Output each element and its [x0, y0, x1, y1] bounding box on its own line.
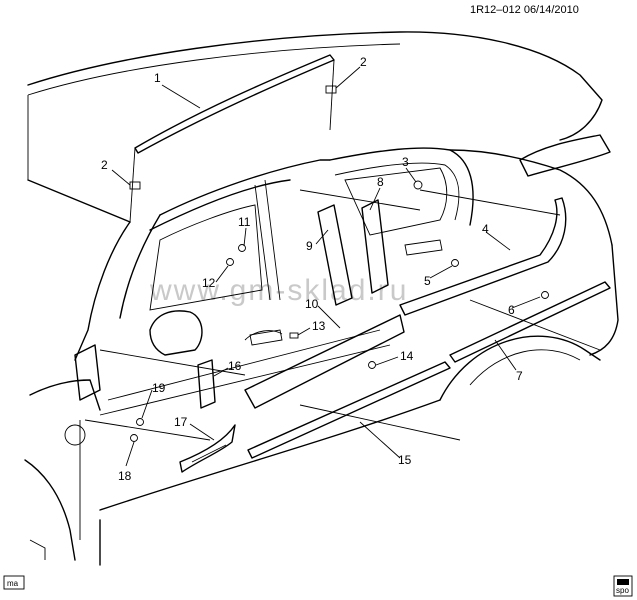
- front-pillar-applique: [197, 359, 216, 409]
- callout-3: 3: [402, 155, 409, 169]
- callout-5: 5: [424, 274, 431, 288]
- callout-16: 16: [228, 359, 242, 373]
- diagram-reference: 1R12–012 06/14/2010: [470, 4, 579, 16]
- callout-8: 8: [377, 175, 384, 189]
- b-pillar-applique-front: [317, 204, 353, 306]
- fastener-part: [541, 291, 549, 299]
- fastener-part: [130, 434, 138, 442]
- callout-14: 14: [400, 349, 414, 363]
- callout-4: 4: [482, 222, 489, 236]
- callout-9: 9: [306, 239, 313, 253]
- callout-7: 7: [516, 369, 523, 383]
- callout-12: 12: [202, 276, 216, 290]
- callout-17: 17: [174, 415, 188, 429]
- callout-2: 2: [101, 158, 108, 172]
- vehicle-body: [24, 31, 619, 566]
- leader-lines: [84, 59, 601, 467]
- callout-18: 18: [118, 469, 132, 483]
- spo-logo-icon: spo: [613, 575, 633, 597]
- rear-lower-molding: [449, 281, 611, 363]
- clip-part: [129, 181, 141, 190]
- nut-part: [368, 361, 376, 369]
- b-pillar-applique-rear: [361, 199, 389, 294]
- fastener-part: [451, 259, 459, 267]
- callout-2: 2: [360, 55, 367, 69]
- corner-tag-box: [3, 575, 25, 590]
- fastener-part: [238, 244, 246, 252]
- front-lower-molding: [247, 361, 451, 459]
- callout-11: 11: [238, 215, 251, 229]
- callout-10: 10: [305, 297, 319, 311]
- nut-part: [413, 180, 423, 190]
- rear-door-molding: [399, 197, 567, 316]
- callout-13: 13: [312, 319, 326, 333]
- corner-tag: ma: [7, 579, 19, 588]
- fastener-part: [226, 258, 234, 266]
- callout-19: 19: [152, 381, 166, 395]
- front-door-molding: [244, 314, 405, 409]
- callout-15: 15: [398, 453, 412, 467]
- callout-labels: 1 2 2 3 4 5 6 7 8 9 10 11 12 13 14 15 16…: [101, 55, 523, 483]
- callout-1: 1: [154, 71, 161, 85]
- svg-text:spo: spo: [616, 586, 629, 595]
- callout-6: 6: [508, 303, 515, 317]
- fender-vent: [179, 424, 236, 473]
- clip-part: [325, 85, 337, 94]
- roof-molding: [134, 54, 335, 154]
- clip-part: [289, 332, 299, 339]
- fastener-part: [136, 418, 144, 426]
